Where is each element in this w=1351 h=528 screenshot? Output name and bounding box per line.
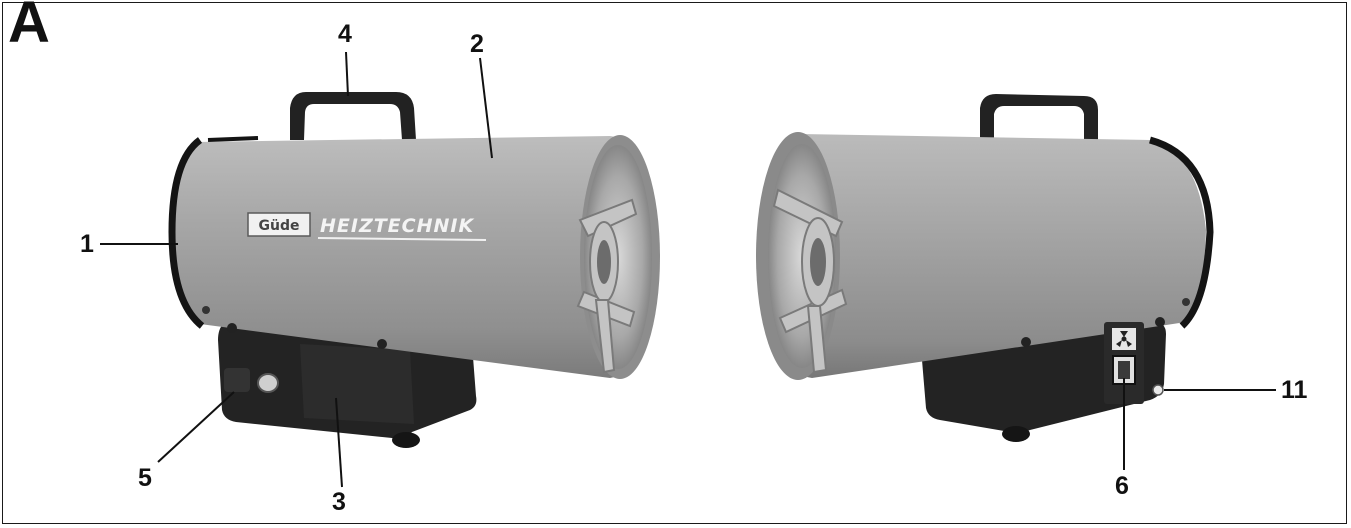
left-cylinder: [172, 136, 656, 378]
fan-icon: [1116, 331, 1132, 347]
brand-underline: [317, 237, 487, 241]
brand-logo-text: Güde: [259, 218, 300, 234]
leader-3: [335, 397, 343, 488]
callout-5: 5: [138, 464, 152, 492]
thermal-reset-button: [1152, 384, 1164, 396]
left-gas-connector: [224, 368, 250, 392]
right-foot: [1002, 426, 1030, 442]
right-heater: [756, 94, 1214, 442]
callout-1: 1: [80, 230, 94, 258]
right-handle: [980, 94, 1098, 142]
left-rear-rim: [168, 137, 205, 329]
callout-leaders: [100, 51, 1276, 488]
right-rear-rim: [1149, 136, 1214, 329]
brand-text: HEIZTECHNIK: [320, 215, 474, 237]
left-handle: [290, 92, 416, 140]
right-cylinder: [756, 134, 1206, 378]
ignition-knob-icon: [257, 373, 279, 393]
leader-2: [479, 57, 493, 159]
power-switch-rocker: [1118, 361, 1130, 379]
callout-11: 11: [1281, 376, 1308, 404]
leader-5: [157, 391, 235, 463]
brand-logo-badge: [247, 212, 311, 237]
left-foot: [392, 432, 420, 448]
callout-3: 3: [332, 488, 346, 516]
callout-2: 2: [470, 30, 484, 58]
callout-4: 4: [338, 20, 352, 48]
left-base-panel: [300, 344, 414, 424]
callout-6: 6: [1115, 472, 1129, 500]
left-heater: [168, 92, 660, 448]
left-rim-top: [207, 136, 259, 142]
leader-4: [345, 51, 349, 97]
figure-letter: A: [8, 0, 50, 55]
